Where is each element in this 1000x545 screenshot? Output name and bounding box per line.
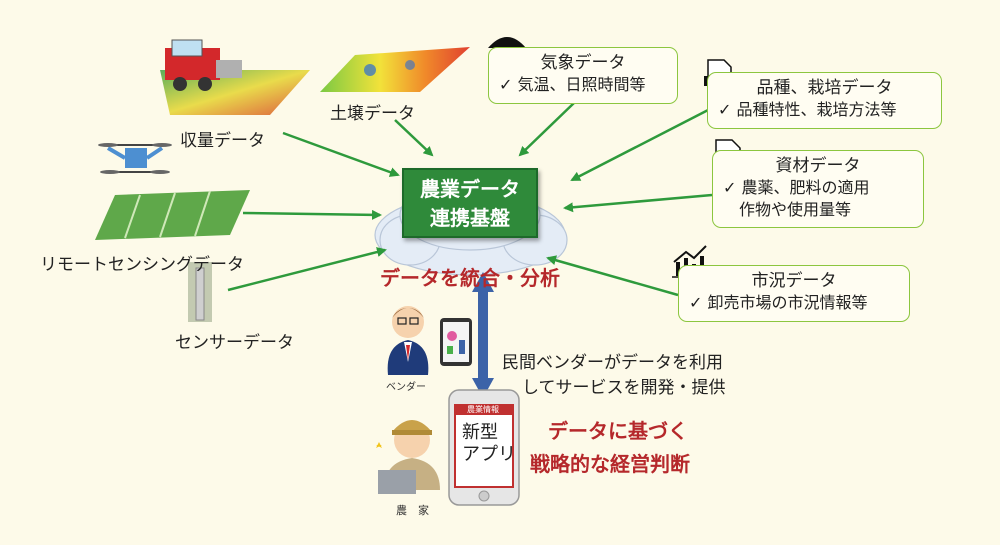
tablet-icon xyxy=(440,318,472,366)
yield-data-label: 収量データ xyxy=(180,131,265,151)
blue-double-arrow xyxy=(472,272,494,398)
phone-app-text-1: 新型 xyxy=(462,422,498,443)
smartphone-icon xyxy=(448,389,520,506)
materials-data-box: 資材データ ✓ 農薬、肥料の適用 作物や使用量等 xyxy=(712,150,924,228)
weather-data-item: ✓ 気温、日照時間等 xyxy=(499,75,646,94)
data-platform-hub: 農業データ 連携基盤 xyxy=(402,168,538,238)
market-data-title: 市況データ xyxy=(751,271,837,291)
integrate-analyze-label: データを統合・分析 xyxy=(380,266,560,290)
harvester-icon xyxy=(160,39,310,115)
hub-title-line1: 農業データ xyxy=(420,177,520,201)
arrow-variety xyxy=(570,106,713,182)
arrow-materials xyxy=(563,193,713,213)
vendor-label: ベンダー xyxy=(386,382,426,393)
arrow-yield xyxy=(282,131,400,177)
phone-app-text-2: アプリ xyxy=(462,444,516,465)
arrow-market xyxy=(546,255,679,297)
market-data-box: 市況データ ✓ 卸売市場の市況情報等 xyxy=(678,265,910,322)
sensor-pole-icon xyxy=(188,262,212,322)
market-data-item: ✓ 卸売市場の市況情報等 xyxy=(689,293,868,312)
phone-header: 農業情報 xyxy=(467,405,499,414)
materials-data-item-2: 作物や使用量等 xyxy=(723,200,852,219)
weather-data-box: 気象データ ✓ 気温、日照時間等 xyxy=(488,47,678,104)
satellite-field-icon xyxy=(95,190,250,240)
weather-data-title: 気象データ xyxy=(540,53,626,73)
sensor-data-label: センサーデータ xyxy=(175,333,294,353)
arrow-weather xyxy=(518,101,576,157)
outcome-line1: データに基づく xyxy=(548,419,688,443)
hub-title-line2: 連携基盤 xyxy=(430,206,510,230)
vendor-description-line2: してサービスを開発・提供 xyxy=(522,378,726,398)
arrow-sensor xyxy=(227,247,387,292)
farmer-person-icon xyxy=(376,420,440,494)
arrows-to-hub xyxy=(227,101,713,297)
vendor-person-icon xyxy=(387,306,429,375)
variety-data-title: 品種、栽培データ xyxy=(756,78,893,98)
arrow-remote xyxy=(242,209,382,220)
remote-sensing-label: リモートセンシングデータ xyxy=(40,255,244,275)
outcome-line2: 戦略的な経営判断 xyxy=(530,452,690,476)
materials-data-title: 資材データ xyxy=(775,156,861,176)
variety-data-box: 品種、栽培データ ✓ 品種特性、栽培方法等 xyxy=(707,72,942,129)
soil-map-icon xyxy=(320,47,470,92)
vendor-description-line1: 民間ベンダーがデータを利用 xyxy=(502,353,723,373)
materials-data-item-1: ✓ 農薬、肥料の適用 xyxy=(723,178,870,197)
arrow-soil xyxy=(394,119,434,157)
farmer-label: 農 家 xyxy=(396,504,429,517)
soil-data-label: 土壌データ xyxy=(330,104,415,124)
drone-icon xyxy=(98,143,172,174)
variety-data-item: ✓ 品種特性、栽培方法等 xyxy=(718,100,897,119)
